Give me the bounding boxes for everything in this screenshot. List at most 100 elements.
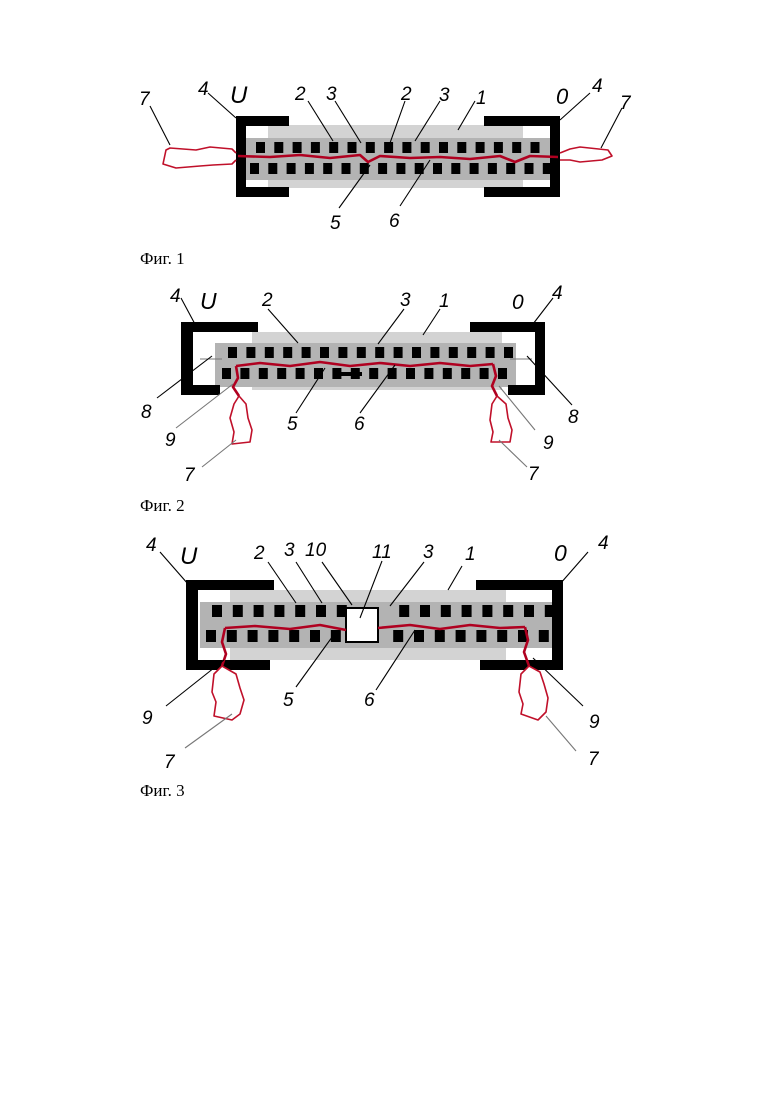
inner-electrode xyxy=(222,368,231,379)
inner-electrode xyxy=(412,347,421,358)
label-2-a: 2 xyxy=(294,84,306,105)
label-4-right: 4 xyxy=(552,283,563,304)
inner-electrode xyxy=(456,630,466,642)
label-2: 2 xyxy=(253,543,265,564)
inner-electrode xyxy=(467,347,476,358)
inner-electrode xyxy=(394,347,403,358)
inner-electrode xyxy=(256,142,265,153)
label-5: 5 xyxy=(287,414,298,435)
inner-electrode xyxy=(293,142,302,153)
inner-electrode xyxy=(435,630,445,642)
inner-electrode xyxy=(486,347,495,358)
inner-electrode xyxy=(248,630,258,642)
inner-electrode xyxy=(375,347,384,358)
figure-2-caption: Фиг. 2 xyxy=(140,496,185,515)
inner-electrode xyxy=(338,347,347,358)
label-6: 6 xyxy=(354,414,365,435)
inner-electrode xyxy=(228,347,237,358)
label-3-a: 3 xyxy=(326,84,337,105)
inner-electrode-row-bottom xyxy=(250,163,552,174)
inner-electrode xyxy=(497,630,507,642)
inner-electrode xyxy=(274,142,283,153)
inner-electrode xyxy=(402,142,411,153)
inner-electrode xyxy=(470,163,479,174)
inner-electrode xyxy=(488,163,497,174)
label-2: 2 xyxy=(261,290,273,311)
inner-electrode xyxy=(357,347,366,358)
figure-1-caption: Фиг. 1 xyxy=(140,249,185,268)
inner-electrode xyxy=(525,163,534,174)
label-4-left: 4 xyxy=(170,286,181,307)
label-10: 10 xyxy=(305,540,327,561)
inner-electrode xyxy=(311,142,320,153)
label-1: 1 xyxy=(439,291,450,312)
label-9-right: 9 xyxy=(543,433,554,454)
gap-left xyxy=(193,332,215,388)
inner-electrode xyxy=(406,368,415,379)
label-zero: 0 xyxy=(554,540,567,566)
inner-electrode xyxy=(421,142,430,153)
label-3-a: 3 xyxy=(284,540,295,561)
label-9-left: 9 xyxy=(165,430,176,451)
label-2-b: 2 xyxy=(400,84,412,105)
figure-3: U 0 4 4 2 3 10 11 3 1 9 9 5 6 7 7 Фиг. 3 xyxy=(140,533,609,800)
inner-electrode xyxy=(295,605,305,617)
label-7-right: 7 xyxy=(528,464,540,485)
inner-electrode xyxy=(250,163,259,174)
label-voltage-u: U xyxy=(200,288,217,314)
inner-electrode xyxy=(420,605,430,617)
label-8-right: 8 xyxy=(568,407,579,428)
inner-electrode xyxy=(414,630,424,642)
inner-electrode xyxy=(316,605,326,617)
label-11: 11 xyxy=(372,542,392,563)
inner-electrode xyxy=(506,163,515,174)
inner-electrode xyxy=(227,630,237,642)
lead-wire-left xyxy=(163,147,236,168)
label-4-right: 4 xyxy=(592,76,603,97)
inner-electrode xyxy=(246,347,255,358)
label-9-right: 9 xyxy=(589,712,600,733)
inner-electrode xyxy=(476,630,486,642)
label-7-left: 7 xyxy=(184,465,196,486)
inner-electrode xyxy=(494,142,503,153)
inner-electrode xyxy=(287,163,296,174)
inner-electrode xyxy=(524,605,534,617)
inner-electrode xyxy=(274,605,284,617)
label-3-b: 3 xyxy=(423,542,434,563)
inner-electrode xyxy=(503,605,513,617)
label-3: 3 xyxy=(400,290,411,311)
inner-electrode xyxy=(310,630,320,642)
figure-2: U 0 4 4 2 3 1 8 8 9 9 5 6 7 7 Фиг. 2 xyxy=(140,283,579,515)
inner-electrode xyxy=(512,142,521,153)
inner-electrode xyxy=(268,163,277,174)
inner-electrode xyxy=(451,163,460,174)
label-5: 5 xyxy=(283,690,294,711)
inner-electrode xyxy=(289,630,299,642)
lead-wire-left xyxy=(212,666,244,720)
ceramic-band-top xyxy=(215,343,530,365)
label-6: 6 xyxy=(389,211,400,232)
figure-3-caption: Фиг. 3 xyxy=(140,781,185,800)
label-7-left: 7 xyxy=(164,752,176,773)
lead-wire-left xyxy=(230,396,252,444)
gap-right xyxy=(516,332,538,388)
label-voltage-u: U xyxy=(180,543,198,570)
inner-electrode xyxy=(305,163,314,174)
inner-electrode xyxy=(504,347,513,358)
inner-electrode xyxy=(206,630,216,642)
label-7-right: 7 xyxy=(620,93,632,114)
lead-wire-right xyxy=(560,147,612,162)
inner-electrode xyxy=(296,368,305,379)
lead-wire-right xyxy=(519,666,548,720)
inner-electrode xyxy=(283,347,292,358)
label-6: 6 xyxy=(364,690,375,711)
label-voltage-u: U xyxy=(230,82,248,109)
inner-electrode xyxy=(277,368,286,379)
inner-electrode xyxy=(393,630,403,642)
inner-electrode xyxy=(366,142,375,153)
label-7-left: 7 xyxy=(139,89,151,110)
inner-electrode xyxy=(449,347,458,358)
inner-electrode xyxy=(439,142,448,153)
label-8-left: 8 xyxy=(141,402,152,423)
